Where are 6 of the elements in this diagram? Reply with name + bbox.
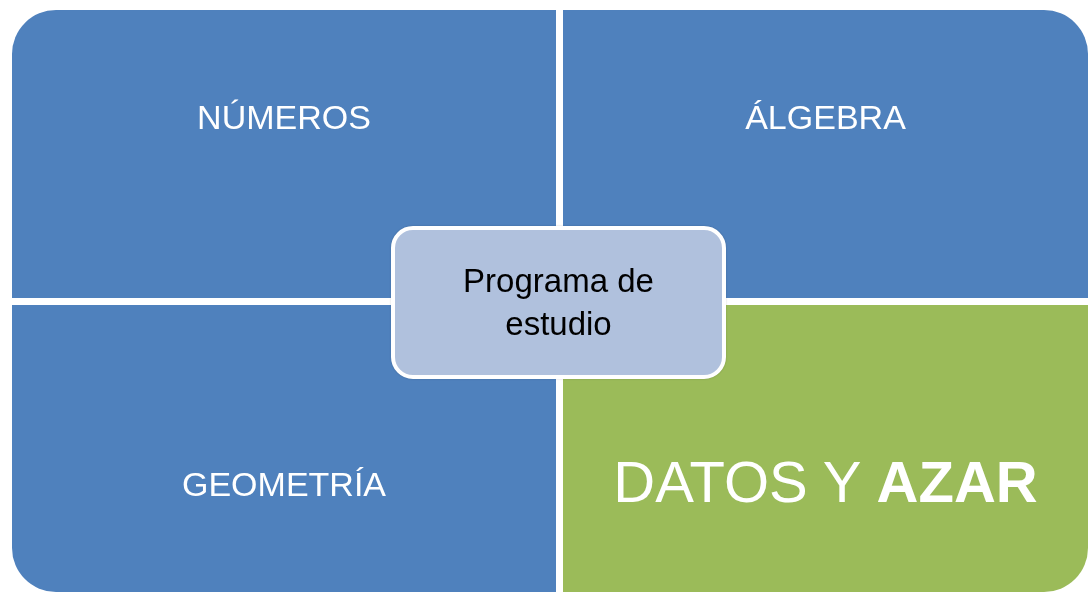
center-box [391, 226, 726, 379]
panel-title: GEOMETRÍA [182, 465, 386, 504]
panel-title: ÁLGEBRA [745, 98, 906, 137]
center-title: Programa de estudio [462, 260, 655, 344]
panel-title: DATOS Y AZAR [613, 448, 1038, 515]
panel-title: NÚMEROS [197, 98, 371, 137]
